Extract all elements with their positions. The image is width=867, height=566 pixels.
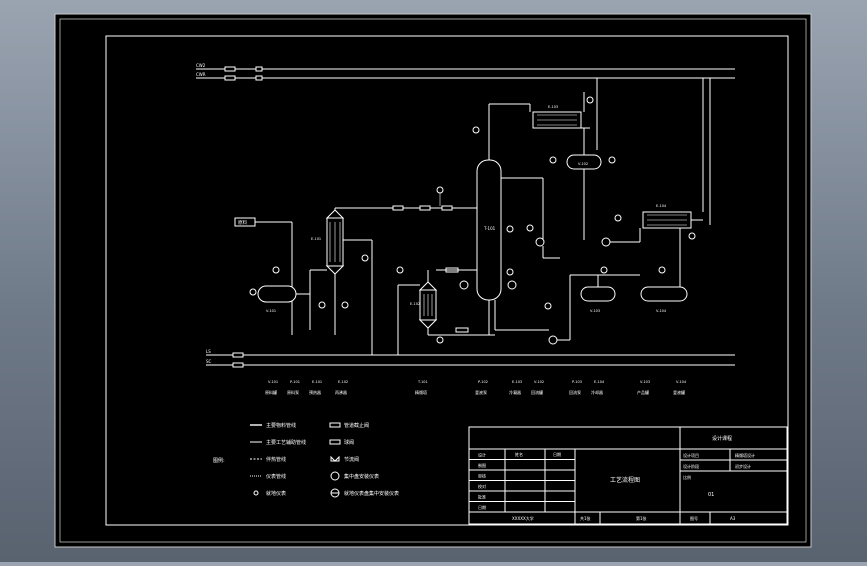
legend-item-8: 节流阀 xyxy=(344,456,359,463)
preheater: E-101 xyxy=(310,207,470,355)
tb-university: XXXXX大学 xyxy=(512,515,534,521)
tb-row-label: 校对 xyxy=(478,483,486,489)
equipment-list-name: 冷却器 xyxy=(591,389,603,395)
legend-item-1: 主要物料管线 xyxy=(266,422,296,429)
legend-item-4: 仪表管线 xyxy=(266,473,286,480)
equipment-list-name: 釜液罐 xyxy=(673,389,685,395)
stream-label-top-2: CWR xyxy=(196,72,206,77)
equipment-list-name: 再沸器 xyxy=(335,389,347,395)
project-name: 设计课程 xyxy=(712,435,732,442)
equipment-list-tag: P-102 xyxy=(478,380,488,384)
equipment-list-name: 精馏塔 xyxy=(415,389,427,395)
equipment-list-name: 釜液泵 xyxy=(475,389,487,395)
equipment-list-tag: E-103 xyxy=(512,380,522,384)
equipment-list-tag: V-104 xyxy=(676,380,687,384)
product-tank-a-tag: V-103 xyxy=(590,309,600,313)
product-cooler: E-104 xyxy=(614,78,711,290)
feed-tank: V-101 xyxy=(249,266,311,330)
feed-inlet: 原料 xyxy=(234,217,293,335)
tb-sheet-number: 01 xyxy=(708,492,714,498)
legend-item-10: 就地仪表盘集中安装仪表 xyxy=(344,490,399,497)
sheet-inner-frame xyxy=(105,35,789,526)
equipment-list-tag: E-101 xyxy=(312,380,322,384)
stream-label-bottom-2: SC xyxy=(206,359,212,364)
feed-valve-train xyxy=(392,186,477,211)
equipment-list-name: 原料罐 xyxy=(265,389,277,395)
equipment-list: V-101 原料罐 P-101 原料泵 E-101 预热器 E-102 再沸器 T-101 精馏塔… xyxy=(265,380,687,395)
tb-right-value-2: 初步设计 xyxy=(735,463,751,469)
utility-lines-bottom: LS SC xyxy=(206,349,735,368)
tb-row-label: 制图 xyxy=(478,462,486,468)
preheater-tag: E-101 xyxy=(311,237,321,241)
equipment-list-name: 原料泵 xyxy=(287,389,299,395)
product-cooler-tag: E-104 xyxy=(656,204,667,208)
tb-right-value-1: 精馏塔设计 xyxy=(735,452,755,458)
tb-scale-label: 比例 xyxy=(683,474,691,480)
tb-right-label-2: 设计阶段 xyxy=(683,463,699,469)
equipment-list-tag: E-104 xyxy=(594,380,605,384)
legend-heading: 图例: xyxy=(213,457,225,464)
drawing-title: 工艺流程图 xyxy=(610,476,640,484)
sheet-outer-border xyxy=(59,18,807,543)
bottoms-pump xyxy=(495,274,640,345)
condenser-tag: E-103 xyxy=(548,105,558,109)
equipment-list-name: 回流泵 xyxy=(569,389,581,395)
drawing-sheet xyxy=(54,13,812,548)
equipment-list-tag: E-102 xyxy=(338,380,348,384)
equipment-list-name: 回流罐 xyxy=(531,389,543,395)
equipment-list-tag: V-102 xyxy=(534,380,544,384)
tb-row-label: 审核 xyxy=(478,472,486,478)
equipment-list-tag: V-103 xyxy=(640,380,650,384)
product-tank-b-tag: V-104 xyxy=(656,309,667,313)
tb-drawing-no-label: 图号 xyxy=(690,515,698,521)
equipment-list-tag: P-103 xyxy=(572,380,582,384)
tb-col-date: 日期 xyxy=(553,451,561,457)
equipment-list-tag: V-101 xyxy=(268,380,278,384)
utility-lines-top: CW2 CWR xyxy=(196,63,735,81)
equipment-list-tag: P-101 xyxy=(290,380,300,384)
equipment-list-tag: T-101 xyxy=(417,380,428,384)
condenser: E-103 xyxy=(529,78,598,150)
reflux-drum-tag: V-102 xyxy=(578,162,588,166)
reboiler: E-102 xyxy=(396,266,495,355)
stream-label-top-1: CW2 xyxy=(196,63,206,68)
equipment-list-name: 产品罐 xyxy=(637,389,649,395)
tb-row-label: 日期 xyxy=(478,504,486,510)
legend-item-9: 集中盘安装仪表 xyxy=(344,473,379,480)
tb-drawing-no-value: A3 xyxy=(730,516,736,521)
feed-tank-tag: V-101 xyxy=(266,309,276,313)
reflux-drum: V-102 xyxy=(501,128,640,259)
tb-row-label: 批准 xyxy=(478,493,486,499)
legend-item-5: 就地仪表 xyxy=(266,490,286,497)
stream-label-bottom-1: LS xyxy=(206,349,211,354)
legend-item-2: 主要工艺辅助管线 xyxy=(266,439,306,446)
tb-row-label: 设计 xyxy=(478,451,486,457)
legend-item-7: 球阀 xyxy=(344,439,354,446)
tb-sheet-count-value: 第1张 xyxy=(636,515,647,521)
reboiler-tag: E-102 xyxy=(410,302,420,306)
tb-col-name: 姓名 xyxy=(515,451,523,457)
legend-item-6: 管道截止阀 xyxy=(344,422,369,429)
legend-item-3: 伴热管线 xyxy=(266,456,286,463)
equipment-list-name: 预热器 xyxy=(309,389,321,395)
feed-tag: 原料 xyxy=(238,219,247,226)
column-tag: T-101 xyxy=(483,226,496,231)
tb-right-label-1: 设计项目 xyxy=(683,452,699,458)
product-tanks: V-103 V-104 xyxy=(580,266,688,313)
tb-sheet-count-label: 共1张 xyxy=(580,515,591,521)
equipment-list-name: 冷凝器 xyxy=(509,389,521,395)
legend: 图例: 主要物料管线 主要工艺辅助管线 伴热管线 仪表管线 就地仪表 管道截止阀… xyxy=(213,422,399,498)
